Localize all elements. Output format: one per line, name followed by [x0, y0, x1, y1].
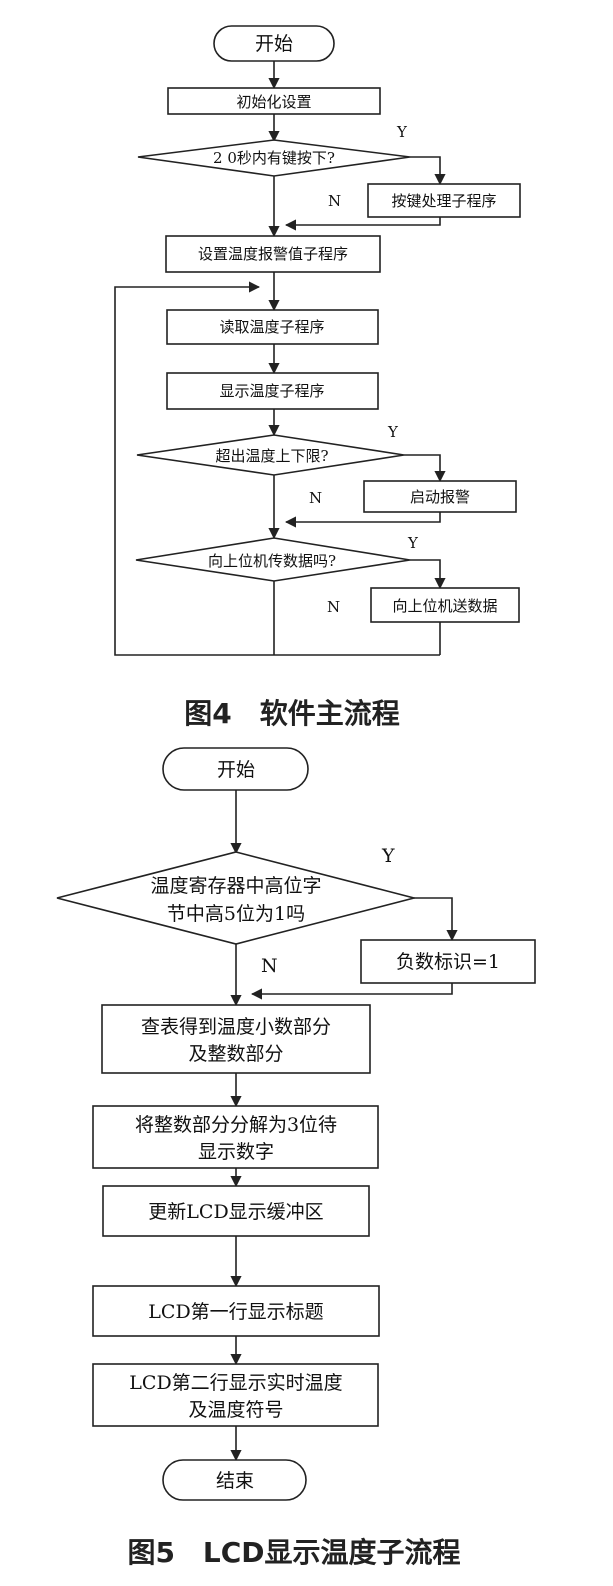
send-process: 向上位机送数据: [370, 587, 520, 623]
alarm-label: 启动报警: [410, 488, 470, 506]
update-buffer-label: 更新LCD显示缓冲区: [148, 1201, 323, 1223]
end-label: 结束: [216, 1470, 254, 1492]
row1-process: LCD第一行显示标题: [92, 1285, 380, 1337]
showtemp-label: 显示温度子程序: [219, 382, 324, 400]
arrow-keyproc-return: [284, 217, 441, 231]
end-terminal: 结束: [162, 1459, 307, 1501]
negative-flag-process: 负数标识=1: [360, 939, 536, 984]
arrow-loop-back: [114, 281, 274, 656]
key-decision: 2 0秒内有键按下?: [137, 139, 411, 177]
setalarm-process: 设置温度报警值子程序: [165, 235, 381, 273]
sign-decision-line1: 温度寄存器中高位字: [150, 875, 321, 897]
arrow-d2-yes: [404, 454, 446, 483]
figure-4-caption: 图4 软件主流程: [184, 697, 399, 730]
setalarm-label: 设置温度报警值子程序: [198, 245, 348, 263]
sign-no-label: N: [261, 955, 278, 977]
lookup-line2: 及整数部分: [188, 1043, 283, 1065]
figure-5-caption: 图5 LCD显示温度子流程: [127, 1536, 460, 1569]
row2-line2: 及温度符号: [188, 1399, 283, 1421]
keyproc-label: 按键处理子程序: [391, 192, 496, 210]
negative-flag-label: 负数标识=1: [396, 951, 500, 973]
sign-decision: 温度寄存器中高位字 节中高5位为1吗: [56, 851, 418, 945]
split-line2: 显示数字: [198, 1141, 274, 1163]
row2-process: LCD第二行显示实时温度 及温度符号: [92, 1363, 379, 1427]
arrow-neg-return: [250, 983, 453, 1000]
start-terminal: 开始: [213, 25, 335, 62]
upload-decision-label: 向上位机传数据吗?: [208, 552, 336, 570]
limit-decision: 超出温度上下限?: [136, 434, 405, 476]
alarm-process: 启动报警: [363, 480, 517, 513]
lookup-line1: 查表得到温度小数部分: [141, 1016, 331, 1038]
limit-yes-label: Y: [387, 423, 399, 441]
send-label: 向上位机送数据: [392, 597, 497, 615]
key-no-label: N: [328, 192, 341, 210]
split-process: 将整数部分分解为3位待 显示数字: [92, 1105, 379, 1169]
arrow-alarm-return: [284, 512, 441, 528]
start-terminal-2: 开始: [162, 747, 309, 791]
readtemp-process: 读取温度子程序: [166, 309, 379, 345]
arrow-d1-yes: [410, 156, 446, 186]
limit-no-label: N: [309, 489, 322, 507]
arrow-d3-yes: [410, 559, 446, 590]
upload-decision: 向上位机传数据吗?: [135, 537, 411, 582]
upload-no-label: N: [327, 598, 340, 616]
key-yes-label: Y: [396, 123, 408, 141]
row2-line1: LCD第二行显示实时温度: [129, 1372, 342, 1394]
update-buffer-process: 更新LCD显示缓冲区: [102, 1185, 370, 1237]
readtemp-label: 读取温度子程序: [219, 318, 324, 336]
figure-4: 开始 初始化设置 2 0秒内有键按下? Y N 按键处理子程序 设置温度报警值子…: [114, 25, 521, 730]
row1-label: LCD第一行显示标题: [148, 1301, 323, 1323]
split-line1: 将整数部分分解为3位待: [135, 1114, 337, 1136]
sign-yes-label: Y: [381, 845, 395, 867]
figure-5: 开始 温度寄存器中高位字 节中高5位为1吗 Y N 负数标识=1 查表得到温度小…: [56, 747, 536, 1569]
arrow-neg-yes: [414, 897, 458, 942]
keyproc-process: 按键处理子程序: [367, 183, 521, 218]
start-label: 开始: [255, 33, 293, 55]
init-process: 初始化设置: [167, 87, 381, 115]
init-label: 初始化设置: [236, 93, 311, 111]
lookup-process: 查表得到温度小数部分 及整数部分: [101, 1004, 371, 1074]
key-decision-label: 2 0秒内有键按下?: [213, 149, 335, 167]
showtemp-process: 显示温度子程序: [166, 372, 379, 410]
limit-decision-label: 超出温度上下限?: [215, 447, 328, 465]
start-label-2: 开始: [217, 759, 255, 781]
upload-yes-label: Y: [407, 534, 419, 552]
sign-decision-line2: 节中高5位为1吗: [167, 903, 305, 925]
